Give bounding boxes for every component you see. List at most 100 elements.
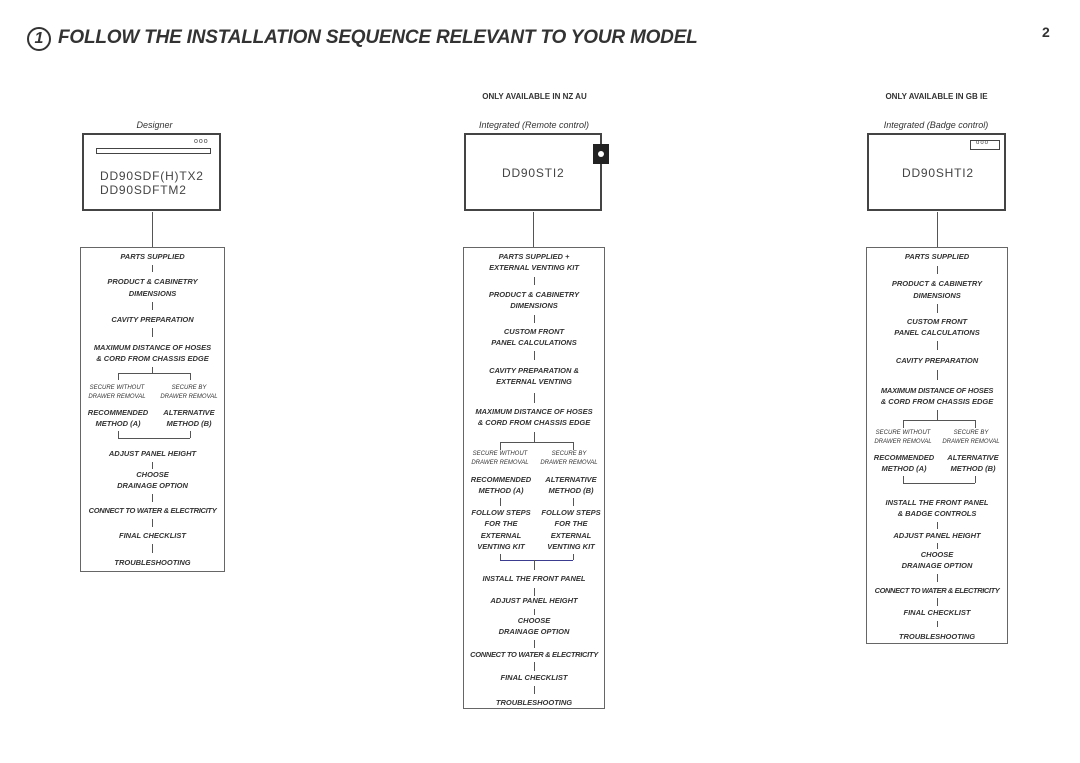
step-follow-external-venting: VENTING KIT [477,542,525,551]
option-secure-by: SECURE BY [171,385,207,391]
method-alternative: ALTERNATIVE [163,408,215,417]
step-troubleshooting: TROUBLESHOOTING [114,558,191,567]
availability-note-gb-ie: ONLY AVAILABLE IN GB IE [885,92,988,101]
method-recommended: METHOD (a) [478,486,524,495]
flowchart-designer [80,247,225,572]
badge-control-icon: ooo [970,140,1000,150]
step-dimensions: PRODUCT & CABINETRY [891,279,983,288]
option-secure-without: DRAWER REMOVAL [471,460,529,466]
step-choose-drainage: CHOOSE [920,550,954,559]
option-secure-without: DRAWER REMOVAL [88,394,146,400]
model-label-integrated-remote: Integrated (Remote control) [478,120,590,130]
step-parts-supplied: EXTERNAL VENTING KIT [489,263,579,272]
step-follow-external-venting: FOLLOW STEPS [471,508,531,517]
method-alternative: METHOD (b) [166,419,212,428]
model-number: DD90SHTI2 [902,166,974,180]
step-custom-front-panel: CUSTOM FRONT [906,317,968,326]
method-alternative: ALTERNATIVE [947,453,999,462]
step-cavity-preparation: EXTERNAL VENTING [496,377,572,386]
connector-line [152,212,153,248]
step-connect-water-electricity: CONNECT TO WATER & ELECTRICITY [470,650,598,659]
step-adjust-panel-height: ADJUST PANEL HEIGHT [893,531,981,540]
option-secure-without: SECURE WITHOUT [472,451,528,457]
method-alternative: ALTERNATIVE [545,475,597,484]
step-max-distance: MAXIMUM DISTANCE OF HOSES [475,407,593,416]
step-follow-external-venting: FOR THE [484,519,518,528]
step-max-distance: MAXIMUM DISTANCE OF HOSES [880,386,994,395]
step-install-front-panel: & BADGE CONTROLS [897,509,977,518]
step-custom-front-panel: PANEL CALCULATIONS [894,328,980,337]
appliance-integrated-remote: DD90STI2 [464,133,602,211]
step-cavity-preparation: CAVITY PREPARATION & [489,366,579,375]
model-label-designer: Designer [136,120,173,130]
step-choose-drainage: DRAINAGE OPTION [117,481,188,490]
step-choose-drainage: DRAINAGE OPTION [498,627,570,636]
step-choose-drainage: CHOOSE [517,616,551,625]
step-max-distance: & CORD FROM CHASSIS EDGE [880,397,994,406]
step-install-front-panel: INSTALL THE FRONT PANEL [885,498,989,507]
step-number-badge: 1 [27,27,51,51]
step-dimensions: DIMENSIONS [913,291,961,300]
step-follow-external-venting: FOR THE [554,519,588,528]
option-secure-by: DRAWER REMOVAL [540,460,598,466]
method-recommended: RECOMMENDED [87,408,149,417]
method-recommended: RECOMMENDED [470,475,532,484]
method-alternative: METHOD (b) [548,486,594,495]
step-final-checklist: FINAL CHECKLIST [500,673,568,682]
drawer-handle [96,148,211,154]
step-custom-front-panel: PANEL CALCULATIONS [491,338,577,347]
option-secure-by: DRAWER REMOVAL [160,394,218,400]
step-choose-drainage: DRAINAGE OPTION [901,561,973,570]
step-max-distance: & CORD FROM CHASSIS EDGE [96,354,209,363]
method-recommended: METHOD (a) [881,464,927,473]
step-parts-supplied: PARTS SUPPLIED [904,252,970,261]
step-troubleshooting: TROUBLESHOOTING [495,698,573,707]
step-final-checklist: FINAL CHECKLIST [119,531,186,540]
option-secure-by: SECURE BY [953,430,989,436]
step-cavity-preparation: CAVITY PREPARATION [111,315,194,324]
remote-control-icon [593,144,609,164]
step-final-checklist: FINAL CHECKLIST [903,608,971,617]
method-alternative: METHOD (b) [950,464,996,473]
option-secure-without: SECURE WITHOUT [875,430,931,436]
page-number: 2 [1042,24,1050,40]
step-connect-water-electricity: CONNECT TO WATER & ELECTRICITY [88,506,217,515]
model-number: DD90STI2 [502,166,565,180]
step-parts-supplied: PARTS SUPPLIED [120,252,185,261]
step-dimensions: DIMENSIONS [510,301,558,310]
option-secure-by: SECURE BY [551,451,587,457]
connector-line [937,212,938,248]
step-custom-front-panel: CUSTOM FRONT [503,327,565,336]
step-dimensions: PRODUCT & CABINETRY [488,290,580,299]
step-install-front-panel: INSTALL THE FRONT PANEL [482,574,586,583]
option-secure-by: DRAWER REMOVAL [942,439,1000,445]
step-choose-drainage: CHOOSE [136,470,169,479]
connector-line [533,212,534,248]
flowchart-integrated-badge [866,247,1008,644]
step-parts-supplied: PARTS SUPPLIED + [498,252,570,261]
model-number: DD90SDF(H)TX2 [100,169,204,183]
step-max-distance: MAXIMUM DISTANCE OF HOSES [93,343,212,352]
availability-note-nz-au: ONLY AVAILABLE IN NZ AU [482,92,587,101]
option-secure-without: DRAWER REMOVAL [874,439,932,445]
model-number: DD90SDFTM2 [100,183,187,197]
page-title: FOLLOW THE INSTALLATION SEQUENCE RELEVAN… [58,27,698,48]
step-follow-external-venting: VENTING KIT [547,542,595,551]
step-dimensions: PRODUCT & CABINETRY [107,277,198,286]
step-adjust-panel-height: ADJUST PANEL HEIGHT [490,596,578,605]
appliance-integrated-badge: ooo DD90SHTI2 [867,133,1006,211]
option-secure-without: SECURE WITHOUT [89,385,145,391]
model-label-integrated-badge: Integrated (Badge control) [883,120,989,130]
step-follow-external-venting: EXTERNAL [550,531,592,540]
step-connect-water-electricity: CONNECT TO WATER & ELECTRICITY [874,586,1000,595]
flowchart-integrated-remote [463,247,605,709]
appliance-designer: ooo DD90SDF(H)TX2 DD90SDFTM2 [82,133,221,211]
step-follow-external-venting: FOLLOW STEPS [541,508,601,517]
step-follow-external-venting: EXTERNAL [480,531,522,540]
method-recommended: RECOMMENDED [873,453,935,462]
step-troubleshooting: TROUBLESHOOTING [898,632,976,641]
method-recommended: METHOD (a) [95,419,141,428]
step-max-distance: & CORD FROM CHASSIS EDGE [477,418,591,427]
step-adjust-panel-height: ADJUST PANEL HEIGHT [108,449,197,458]
control-dots-icon: ooo [194,138,209,145]
